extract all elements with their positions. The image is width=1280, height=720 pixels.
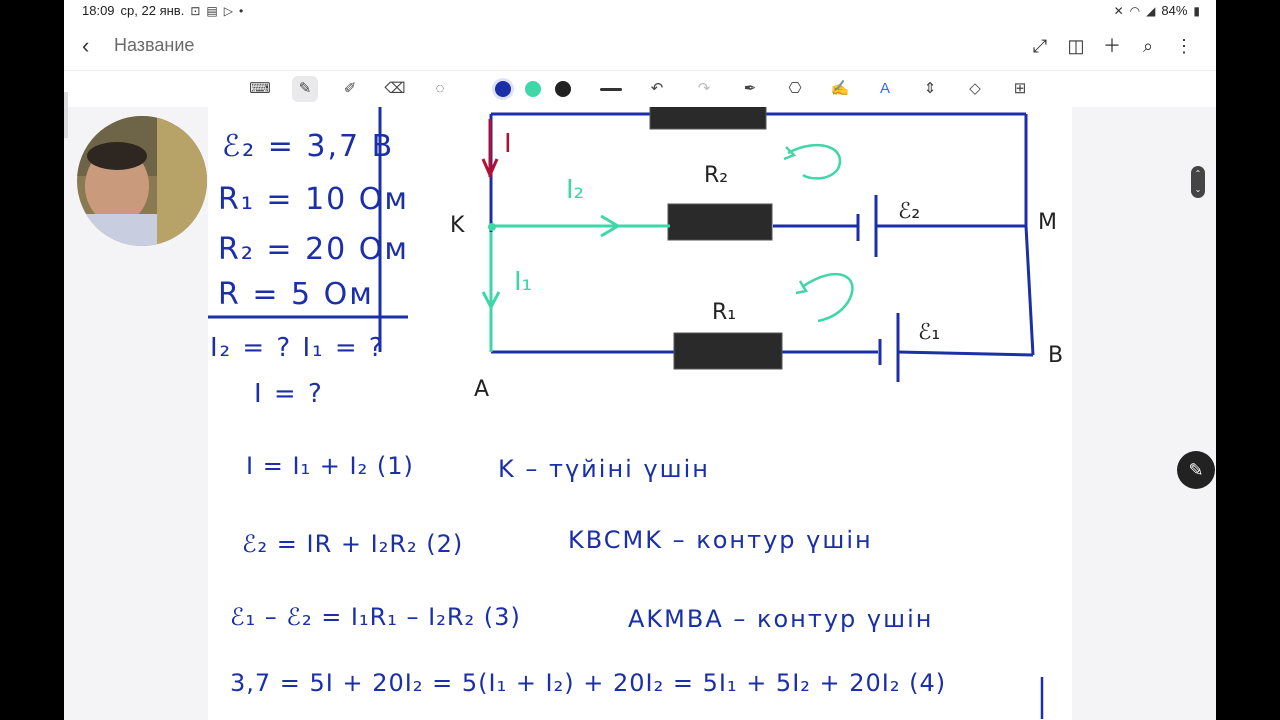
battery-icon: ▮ — [1193, 3, 1200, 18]
loop-arrow-upper — [787, 143, 842, 180]
equation-2-note: KBCMK – контур үшін — [568, 526, 873, 554]
label-current-i1: I₁ — [514, 267, 533, 297]
shapes-icon[interactable]: ◇ — [969, 80, 981, 97]
loop-arrowhead-upper — [783, 146, 797, 161]
page-gutter-right — [1072, 107, 1216, 720]
label-e1: ℰ₁ — [918, 320, 941, 345]
ink-layer — [208, 107, 1044, 719]
nav-bar: ‹ Название ⤢ ◫ ＋ ⌕ ⋮ — [64, 26, 1216, 66]
label-b: B — [1048, 343, 1064, 368]
eraser-icon[interactable]: ⌫ — [384, 80, 406, 97]
color-black-swatch[interactable] — [555, 81, 571, 97]
lock-icon[interactable]: ⊞ — [1013, 80, 1027, 97]
line-width-icon[interactable] — [600, 88, 622, 91]
mute-icon: ✕ — [1113, 3, 1124, 18]
note-page[interactable]: ℰ₂ = 3,7 B R₁ = 10 Ом R₂ = 20 Ом R = 5 О… — [208, 107, 1072, 720]
nav-actions: ⤢ ◫ ＋ ⌕ ⋮ — [1028, 32, 1196, 60]
resistor-r1 — [673, 332, 783, 370]
add-icon[interactable]: ＋ — [1103, 36, 1121, 56]
label-r2: R₂ — [704, 163, 729, 188]
equation-3: ℰ₁ – ℰ₂ = I₁R₁ – I₂R₂ (3) — [230, 603, 521, 631]
calendar-icon: ▤ — [206, 3, 218, 18]
right-wire-lower — [1024, 225, 1035, 356]
given-r1: R₁ = 10 Ом — [218, 182, 410, 217]
presenter-avatar — [77, 116, 207, 246]
resistor-r2 — [667, 203, 773, 241]
sidebar-pull-tab[interactable] — [64, 92, 68, 138]
loop-arrow-lower — [801, 272, 854, 323]
lasso-icon[interactable]: ◌ — [435, 80, 445, 97]
play-icon: ▷ — [223, 3, 233, 18]
clock: 18:09 — [82, 3, 115, 18]
equation-3-note: AKMBA – контур үшін — [628, 605, 934, 633]
back-button[interactable]: ‹ — [82, 33, 90, 58]
wifi-icon: ◠ — [1129, 3, 1141, 18]
more-icon[interactable]: ⋮ — [1175, 36, 1193, 56]
redo-icon[interactable]: ↷ — [697, 80, 711, 97]
i1-arrow — [481, 291, 501, 311]
text-pen-icon[interactable]: ✍ — [830, 80, 850, 97]
label-m: M — [1038, 210, 1057, 235]
unknown-total-current: I = ? — [254, 379, 324, 409]
bottom-wire-right — [897, 350, 1034, 357]
expand-icon[interactable]: ⤢ — [1032, 36, 1048, 56]
node-k — [488, 223, 496, 231]
signal-icon: ◢ — [1146, 3, 1156, 18]
equation-1-note: K – түйіні үшін — [498, 455, 710, 483]
resistor-r — [649, 107, 767, 130]
app-screen: 18:09 ср, 22 янв. ⊡ ▤ ▷ • ✕ ◠ ◢ 84% ▮ ‹ … — [64, 0, 1216, 720]
unknowns-currents: I₂ = ? I₁ = ? — [210, 333, 385, 363]
dot-icon: • — [238, 3, 244, 18]
status-bar: 18:09 ср, 22 янв. ⊡ ▤ ▷ • ✕ ◠ ◢ 84% ▮ — [64, 0, 1216, 22]
label-r1: R₁ — [712, 300, 737, 325]
pencil-fab-button[interactable]: ✎ — [1177, 451, 1215, 489]
spacing-icon[interactable]: ⇕ — [923, 80, 937, 97]
search-icon[interactable]: ⌕ — [1142, 36, 1154, 56]
color-blue-swatch[interactable] — [495, 81, 511, 97]
i-arrow — [481, 158, 499, 179]
scroll-handle[interactable]: ⌃⌄ — [1191, 166, 1205, 198]
keyboard-icon[interactable]: ⌨ — [249, 80, 271, 97]
drawing-toolbar: ⌨ ✎ ✐ ⌫ ◌ ↶ ↷ ✒ ⎔ ✍ A ⇕ ◇ ⊞ — [64, 70, 1216, 108]
undo-icon[interactable]: ↶ — [650, 80, 664, 97]
label-current-i: I — [504, 129, 512, 159]
color-green-swatch[interactable] — [525, 81, 541, 97]
given-e2: ℰ₂ = 3,7 B — [222, 129, 395, 164]
screen-record-icon: ⊡ — [190, 3, 201, 18]
battery-level: 84% — [1161, 3, 1188, 18]
label-current-i2: I₂ — [566, 175, 585, 205]
text-icon[interactable]: A — [879, 80, 890, 97]
equation-2: ℰ₂ = IR + I₂R₂ (2) — [242, 530, 464, 558]
given-r: R = 5 Ом — [218, 277, 374, 312]
given-r2: R₂ = 20 Ом — [218, 232, 410, 267]
label-e2: ℰ₂ — [898, 199, 921, 224]
stamp-icon[interactable]: ⎔ — [788, 80, 802, 97]
equation-1: I = I₁ + I₂ (1) — [246, 452, 414, 480]
loop-arrowhead-lower — [795, 280, 808, 295]
book-icon[interactable]: ◫ — [1067, 36, 1085, 56]
label-a: A — [474, 377, 490, 402]
shape-pen-icon[interactable]: ✒ — [743, 80, 757, 97]
i2-arrow — [600, 214, 621, 238]
label-k: K — [450, 213, 465, 238]
date: ср, 22 янв. — [120, 3, 185, 18]
equation-4: 3,7 = 5I + 20I₂ = 5(I₁ + I₂) + 20I₂ = 5I… — [230, 669, 947, 697]
pen-icon[interactable]: ✎ — [292, 76, 318, 102]
marker-icon[interactable]: ✐ — [343, 80, 357, 97]
document-title[interactable]: Название — [114, 35, 195, 55]
